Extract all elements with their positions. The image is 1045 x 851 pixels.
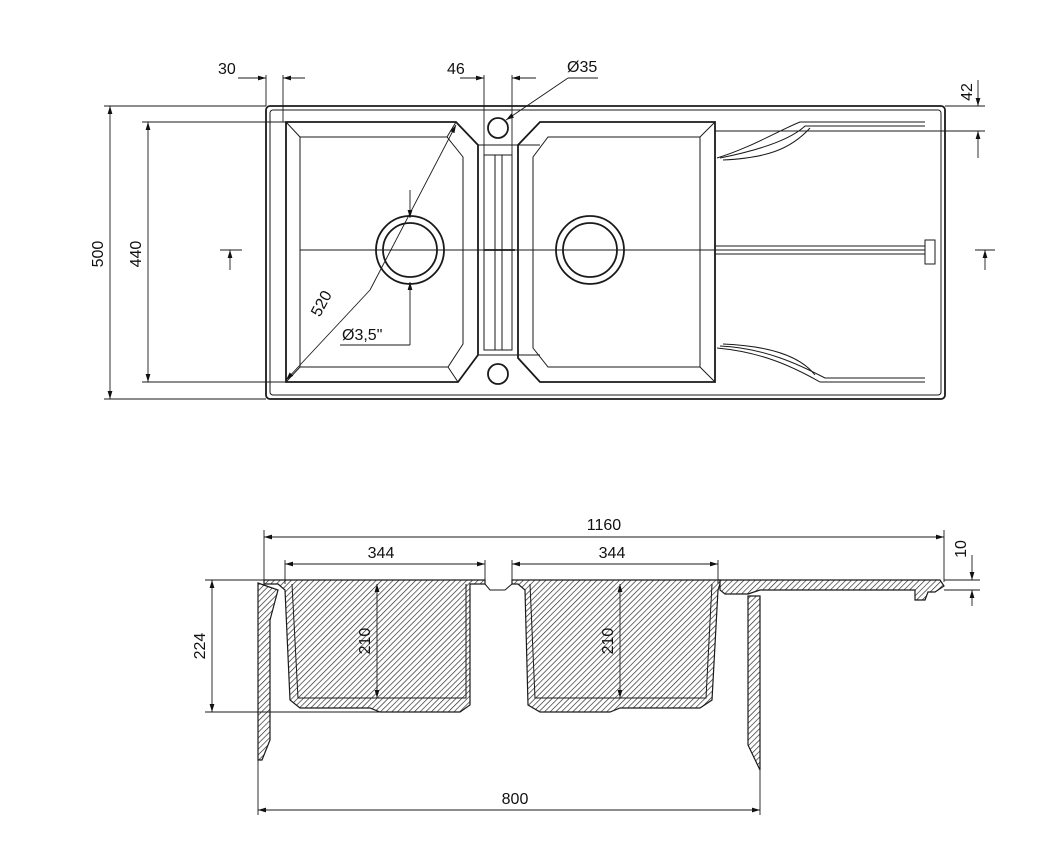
cabinet-wall-right	[747, 595, 761, 771]
dim-210-left: 210	[357, 628, 374, 655]
dim-500: 500	[90, 241, 107, 268]
dim-46: 46	[447, 61, 465, 78]
section-view: 1160 344 344 10 224 210 210	[192, 517, 980, 815]
dim-tap-hole: Ø35	[567, 59, 597, 76]
dim-42: 42	[959, 83, 976, 101]
top-view: 30 46 Ø35 42 500 440	[90, 59, 995, 400]
drainer	[716, 121, 925, 383]
dim-440: 440	[128, 241, 145, 268]
dim-520: 520	[308, 288, 336, 320]
dim-800: 800	[502, 791, 529, 808]
dim-30: 30	[218, 61, 236, 78]
tap-hole-top	[487, 117, 509, 139]
section-drainer	[719, 579, 945, 601]
sink-outline	[265, 105, 946, 400]
dim-344-right: 344	[599, 545, 626, 562]
dim-10: 10	[953, 540, 970, 558]
dim-224: 224	[192, 633, 209, 660]
cabinet-wall-left	[257, 582, 279, 761]
section-bowl-left	[263, 579, 486, 713]
dim-210-right: 210	[600, 628, 617, 655]
dim-drain: Ø3,5"	[342, 327, 382, 344]
dim-344-left: 344	[368, 545, 395, 562]
dim-1160: 1160	[587, 517, 622, 534]
tap-hole-bottom	[487, 363, 509, 385]
